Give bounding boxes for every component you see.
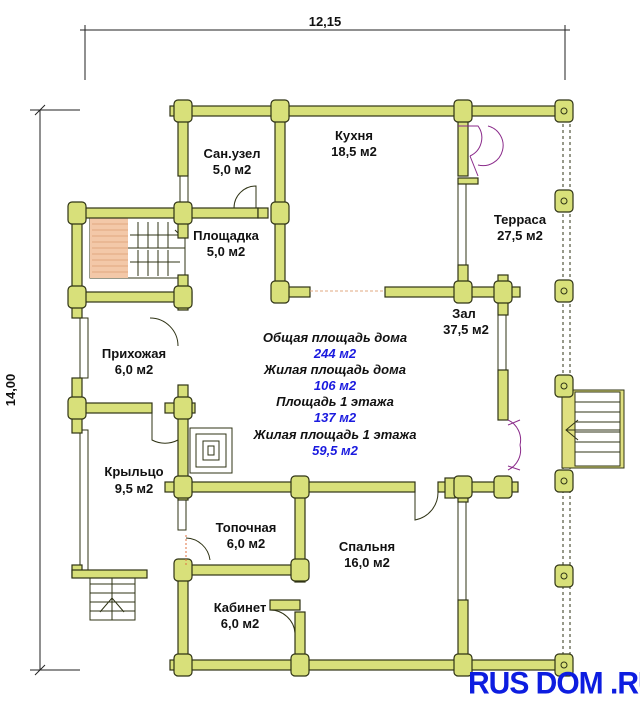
interior-stairs: [89, 217, 186, 279]
doors: [149, 125, 522, 634]
total-area-value: 244 м2: [313, 346, 357, 361]
height-dimension: 14,00: [3, 374, 18, 407]
furnace-area: 6,0 м2: [227, 536, 266, 551]
terrace-area: 27,5 м2: [497, 228, 543, 243]
living-area-label: Жилая площадь дома: [263, 362, 406, 377]
width-dimension: 12,15: [309, 14, 342, 29]
terrace-steps: [561, 389, 625, 469]
terrace-post-marks: [560, 107, 568, 669]
bathroom-name: Сан.узел: [203, 146, 260, 161]
porch-steps: [89, 574, 136, 621]
landing-area: 5,0 м2: [207, 244, 246, 259]
study-area: 6,0 м2: [221, 616, 260, 631]
furnace-name: Топочная: [216, 520, 277, 535]
bathroom-area: 5,0 м2: [213, 162, 252, 177]
living1-area-label: Жилая площадь 1 этажа: [253, 427, 417, 442]
floor1-area-value: 137 м2: [314, 410, 357, 425]
hall-area: 37,5 м2: [443, 322, 489, 337]
hall-name: Зал: [452, 306, 476, 321]
porch-area: 9,5 м2: [115, 481, 154, 496]
terrace-name: Терраса: [494, 212, 547, 227]
area-summary: Общая площадь дома 244 м2 Жилая площадь …: [253, 330, 417, 458]
hallway-area: 6,0 м2: [115, 362, 154, 377]
watermark-logo: RUS DOM .RU: [468, 666, 640, 701]
floor1-area-label: Площадь 1 этажа: [276, 394, 394, 409]
hallway-name: Прихожая: [102, 346, 166, 361]
landing-name: Площадка: [193, 228, 259, 243]
room-labels: Сан.узел 5,0 м2 Кухня 18,5 м2 Терраса 27…: [102, 128, 547, 631]
bedroom-area: 16,0 м2: [344, 555, 390, 570]
living-area-value: 106 м2: [314, 378, 357, 393]
study-name: Кабинет: [214, 600, 267, 615]
log-joints: [67, 99, 574, 677]
living1-area-value: 59,5 м2: [312, 443, 359, 458]
kitchen-name: Кухня: [335, 128, 373, 143]
total-area-label: Общая площадь дома: [263, 330, 407, 345]
bedroom-name: Спальня: [339, 539, 395, 554]
porch-name: Крыльцо: [104, 464, 163, 479]
stove-icon: [189, 427, 233, 474]
kitchen-area: 18,5 м2: [331, 144, 377, 159]
dimension-lines: [30, 25, 570, 676]
